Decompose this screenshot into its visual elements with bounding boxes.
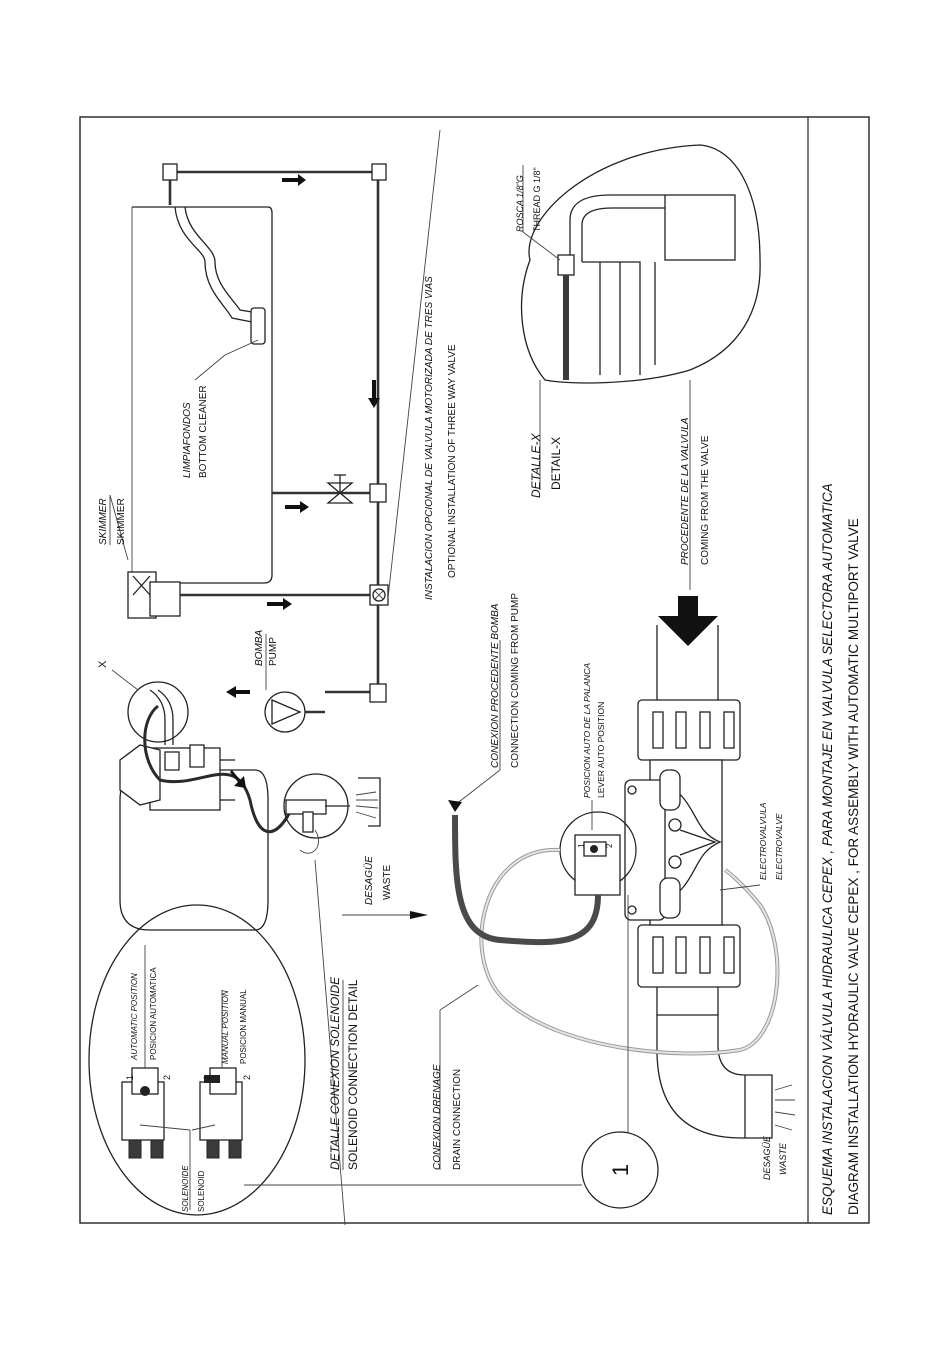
bottom-cleaner bbox=[250, 307, 266, 345]
cleaner-label-es: LIMPIAFONDOS bbox=[182, 402, 193, 478]
return-pipe bbox=[163, 170, 380, 694]
drawing-frame bbox=[79, 116, 870, 1224]
waste-label-es: DESAGÜE bbox=[363, 856, 375, 905]
thread-label-es: ROSCA 1/8"G bbox=[515, 175, 525, 232]
optional-label-en: OPTIONAL INSTALLATION OF THREE WAY VALVE bbox=[447, 344, 458, 578]
solenoid-label-en: SOLENOID bbox=[197, 1170, 206, 1212]
title-block: ESQUEMA INSTALACION VÁLVULA HIDRAULICA C… bbox=[820, 483, 861, 1215]
detail-x-label-en: DETAIL-X bbox=[549, 437, 563, 490]
pump-conn-es: CONEXION PROCEDENTE BOMBA bbox=[490, 603, 501, 768]
detail-x-label-es: DETALLE-X bbox=[529, 433, 543, 498]
callout-1 bbox=[581, 1131, 659, 1209]
pump-arrow bbox=[226, 686, 250, 698]
manual-pos-en: MANUAL POSITION bbox=[221, 990, 230, 1064]
x-marker: X bbox=[97, 660, 109, 668]
waste-label-en: WASTE bbox=[382, 864, 393, 900]
electro-label-es: ELECTROVALVULA bbox=[758, 802, 768, 880]
hydraulic-valve-assembly: 1 2 CONEXION PROCEDENTE BOMBA CONNECTION… bbox=[432, 380, 796, 1209]
pool-schematic: INSTALACION OPCIONAL DE VALVULA MOTORIZA… bbox=[98, 129, 458, 703]
outlet-elbow bbox=[656, 1014, 773, 1139]
manual-pos-num-2: 2 bbox=[242, 1075, 252, 1080]
auto-pos-en: AUTOMATIC POSITION bbox=[130, 973, 139, 1061]
flow-arrow-1 bbox=[282, 174, 306, 186]
optional-label-es: INSTALACION OPCIONAL DE VALVULA MOTORIZA… bbox=[424, 276, 435, 600]
from-valve-en: COMING FROM THE VALVE bbox=[700, 435, 711, 565]
lever-label-es: POSICION AUTO DE LA PALANCA bbox=[582, 663, 592, 798]
manual-pos-num-1: 1 bbox=[202, 1075, 212, 1080]
drain-label-es: CONEXION DRENAGE bbox=[432, 1064, 443, 1170]
from-valve-es: PROCEDENTE DE LA VALVULA bbox=[680, 417, 691, 565]
skimmer-label-es: SKIMMER bbox=[98, 498, 109, 545]
detail-x: ROSCA 1/8"G THREAD G 1/8" DETALLE-X DETA… bbox=[515, 144, 761, 498]
manual-pos-es: POSICION MANUAL bbox=[239, 989, 248, 1064]
thread-label-en: THREAD G 1/8" bbox=[532, 167, 542, 232]
solenoid-detail-es: DETALLE CONEXION SOLENOIDE bbox=[328, 976, 342, 1170]
solenoid-detail-ellipse bbox=[88, 904, 306, 1216]
cleaner-label-en: BOTTOM CLEANER bbox=[198, 385, 209, 478]
flow-arrow-5 bbox=[230, 770, 246, 788]
title-es: ESQUEMA INSTALACION VÁLVULA HIDRAULICA C… bbox=[820, 483, 835, 1215]
flow-arrow-3 bbox=[285, 501, 309, 513]
control-hose bbox=[143, 704, 292, 833]
title-en: DIAGRAM INSTALLATION HYDRAULIC VALVE CEP… bbox=[846, 518, 861, 1215]
detail-x-circle bbox=[127, 681, 189, 743]
filter-pump-assembly: BOMBA PUMP X DESAGÜE WASTE bbox=[97, 630, 428, 1226]
pump-connection-hose bbox=[452, 814, 601, 946]
detail-x-outline bbox=[521, 144, 761, 384]
pump-label-en: PUMP bbox=[268, 637, 279, 666]
flow-arrow-2 bbox=[368, 380, 380, 408]
waste2-label-es: DESAGÜE bbox=[762, 1135, 772, 1180]
skimmer-label-en: SKIMMER bbox=[116, 498, 127, 545]
solenoid-detail-en: SOLENOID CONNECTION DETAIL bbox=[346, 979, 360, 1170]
lever-label-en: LEVER AUTO POSITION bbox=[596, 702, 606, 798]
flow-arrow-4 bbox=[267, 598, 292, 610]
callout-1-number: 1 bbox=[608, 1164, 633, 1176]
valve-bonnet bbox=[624, 779, 666, 921]
pump-conn-en: CONNECTION COMING FROM PUMP bbox=[510, 593, 521, 768]
solenoid-detail: 1 2 AUTOMATIC POSITION POSICION AUTOMATI… bbox=[88, 904, 582, 1216]
solenoid-label-es: SOLENOIDE bbox=[181, 1165, 190, 1212]
auto-pos-num-2: 2 bbox=[162, 1075, 172, 1080]
cleaner-hose bbox=[174, 206, 253, 323]
flow-direction-arrow bbox=[658, 596, 718, 646]
auto-pos-num-1: 1 bbox=[125, 1075, 135, 1080]
drain-label-en: DRAIN CONNECTION bbox=[452, 1069, 463, 1170]
lever-num-2: 2 bbox=[605, 843, 614, 848]
lever-num-1: 1 bbox=[577, 843, 586, 848]
waste2-label-en: WASTE bbox=[778, 1142, 788, 1175]
electro-label-en: ELECTROVALVE bbox=[774, 813, 784, 880]
auto-pos-es: POSICION AUTOMATICA bbox=[149, 967, 158, 1060]
pool-basin bbox=[132, 206, 273, 584]
waste-arrow bbox=[410, 911, 428, 919]
pump-label-es: BOMBA bbox=[254, 630, 265, 666]
